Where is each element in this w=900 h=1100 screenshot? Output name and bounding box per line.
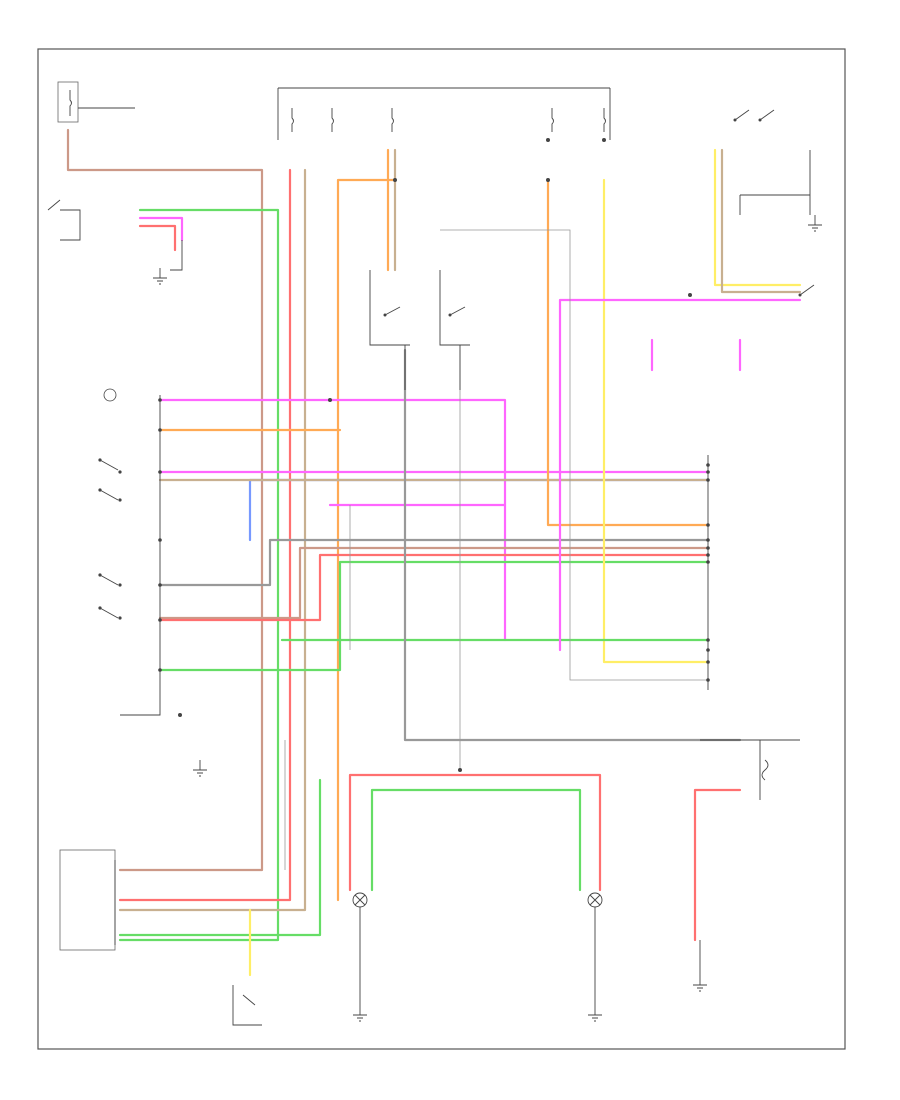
ground-symbol-icon (588, 1005, 602, 1022)
switch-contact-icon (383, 306, 401, 317)
wire-yellow-a (602, 178, 710, 664)
switch-contact-icon (98, 573, 122, 587)
wire-blue-a (248, 478, 710, 542)
wire-yellow-b (713, 148, 802, 287)
wire-red-b (158, 553, 710, 622)
lamp-bulb-icon (352, 892, 368, 1005)
wire-tan-c (720, 148, 802, 294)
wire-pink-b (158, 398, 507, 642)
switch-contact-icon (733, 109, 750, 122)
switch-contact-icon (98, 488, 122, 502)
ground-symbol-icon (353, 1005, 367, 1022)
fuse-icon (291, 108, 294, 132)
wire-green-b (158, 560, 710, 672)
wire-harness (66, 128, 802, 977)
right-connector-block (706, 455, 710, 690)
fuse-icon (331, 108, 334, 132)
ground-symbol-icon (808, 215, 822, 232)
fuse-icon (391, 108, 394, 132)
switch-contact-icon (758, 109, 775, 122)
ground-symbol-icon (153, 268, 167, 285)
wire-red-main (118, 168, 292, 902)
ground-symbol-icon (693, 975, 707, 992)
wire-pink-e (558, 298, 802, 652)
wire-green-lamp (370, 788, 582, 892)
wire-green-d (118, 778, 322, 937)
thin-routing-lines (284, 229, 708, 870)
diagram-frame (37, 48, 846, 1050)
wire-brown-top (66, 128, 264, 872)
switch-contact-icon (798, 284, 815, 297)
wire-red-lamp (348, 773, 602, 892)
lamp-bulb-icon (587, 892, 603, 1005)
connector-pin-icon (103, 388, 117, 402)
connector-bottom-left (59, 849, 116, 951)
top-power-bus (277, 87, 611, 140)
wire-gray-a (158, 538, 710, 587)
wire-pink-a (138, 216, 184, 242)
wire-red-a (138, 224, 177, 252)
switch-top-left (47, 199, 183, 271)
wire-red-right (693, 788, 742, 942)
ground-symbol-icon (193, 760, 207, 777)
wire-green-a (118, 208, 280, 942)
switch-contact-icon (98, 606, 122, 620)
relay-center (369, 270, 470, 390)
wire-tan-main (118, 168, 307, 912)
connector-pins-left (158, 398, 162, 672)
switch-contact-icon (448, 306, 466, 317)
switch-contact-icon (98, 458, 122, 474)
wire-orange-main (336, 178, 397, 902)
lower-center-device (232, 985, 262, 1026)
fuse-icon (603, 108, 606, 132)
connector-pins-right (706, 463, 710, 682)
lower-right-components (699, 739, 800, 975)
fuse-block-top (291, 108, 606, 132)
wire-brown-b (158, 546, 710, 620)
power-source-top-left (57, 81, 135, 123)
left-switch-assembly (98, 388, 162, 716)
wire-gray-b (403, 348, 742, 742)
right-top-switches (733, 109, 815, 297)
fuse-icon (551, 108, 554, 132)
wire-orange-c (546, 178, 710, 527)
splice-dot-icon (178, 138, 692, 772)
